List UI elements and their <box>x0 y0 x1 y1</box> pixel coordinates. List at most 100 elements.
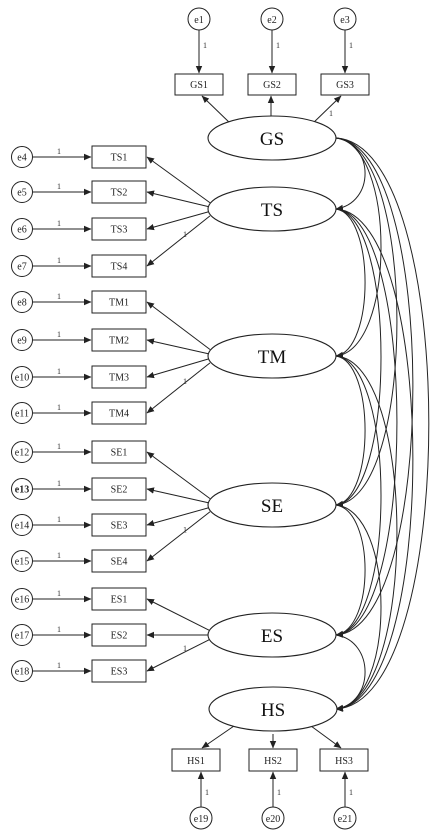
path-coef: 1 <box>277 788 281 797</box>
error-label: e9 <box>17 336 26 347</box>
error-e1: e1 <box>187 7 211 31</box>
error-e2: e2 <box>260 7 284 31</box>
error-label: e14 <box>15 521 29 532</box>
error-circle <box>11 441 33 463</box>
error-label: e21 <box>338 814 352 825</box>
path-coef: 1 <box>183 525 187 534</box>
error-circle <box>11 291 33 313</box>
path-coef: 1 <box>57 182 61 191</box>
covariance-arcs <box>328 133 430 712</box>
loading-path <box>146 215 211 267</box>
error-circle <box>11 550 33 572</box>
covariance-path <box>328 351 366 508</box>
indicator-label: TM2 <box>109 336 129 347</box>
latent-label: SE <box>261 496 283 517</box>
loading-path <box>146 362 211 414</box>
loading-path <box>146 210 211 231</box>
loading-path <box>146 156 211 204</box>
latent-hs: HS <box>208 686 338 732</box>
indicator-hs3: HS3 <box>319 748 369 772</box>
error-e20: e20 <box>261 806 285 830</box>
path-coef: 1 <box>57 479 61 488</box>
indicator-label: HS2 <box>264 756 282 767</box>
indicator-label: GS3 <box>336 80 354 91</box>
latent-es: ES <box>207 612 337 658</box>
latent-se: SE <box>207 482 337 528</box>
error-circle <box>11 255 33 277</box>
path-coef: 1 <box>57 330 61 339</box>
path-coef: 1 <box>329 109 333 118</box>
path-coef: 1 <box>57 515 61 524</box>
error-circle <box>11 218 33 240</box>
covariance-path <box>328 133 366 212</box>
covariance-path <box>328 204 366 359</box>
loading-path <box>146 190 211 208</box>
covariance-path <box>328 500 366 638</box>
path-coef: 1 <box>57 292 61 301</box>
error-label: e15 <box>15 557 29 568</box>
indicator-box <box>91 328 147 352</box>
path-coef: 1 <box>57 256 61 265</box>
path-coef: 1 <box>57 589 61 598</box>
loading-path <box>146 506 211 527</box>
indicator-hs2: HS2 <box>248 748 298 772</box>
error-label: e11 <box>15 409 29 420</box>
error-label: e4 <box>17 153 26 164</box>
covariance-path <box>328 205 414 712</box>
bottom-indicator-group: HS1 HS2 HS3 1 1 1 e19 e20 e21 <box>171 725 369 830</box>
path-coef: 1 <box>57 147 61 156</box>
indicator-box <box>91 587 147 611</box>
path-coef: 1 <box>57 551 61 560</box>
indicator-box <box>91 440 147 464</box>
error-circle <box>11 181 33 203</box>
left-indicator-group: e41TS1e51TS2e61TS3e71TS41e81TM1e91TM2e10… <box>11 145 211 683</box>
indicator-label: GS1 <box>190 80 208 91</box>
path-coef: 1 <box>183 377 187 386</box>
error-circle <box>11 329 33 351</box>
indicator-gs3: GS3 <box>320 73 370 96</box>
loading-path <box>146 451 211 500</box>
indicator-label: TS4 <box>111 262 128 273</box>
path-coef: 1 <box>183 230 187 239</box>
indicator-label: TM1 <box>109 298 129 309</box>
indicator-hs1: HS1 <box>171 748 221 772</box>
loading-path <box>146 487 211 504</box>
path-coef: 1 <box>57 661 61 670</box>
indicator-label: SE1 <box>111 448 128 459</box>
covariance-path <box>328 134 382 359</box>
covariance-path <box>328 352 398 712</box>
indicator-label: HS1 <box>187 756 205 767</box>
latent-factors: GS TS TM SE ES HS <box>207 115 338 732</box>
covariance-path <box>328 205 382 508</box>
indicator-gs1: GS1 <box>174 73 224 96</box>
error-label: e19 <box>194 814 208 825</box>
path-coef: 1 <box>349 788 353 797</box>
indicator-label: ES1 <box>111 595 128 606</box>
indicator-label: HS3 <box>335 756 353 767</box>
indicator-label: GS2 <box>263 80 281 91</box>
indicator-row-tm3: e10 1 TM3 <box>11 358 211 389</box>
covariance-path <box>328 134 430 712</box>
covariance-path <box>328 134 398 508</box>
error-label: e10 <box>15 373 29 384</box>
error-circle <box>11 402 33 424</box>
indicator-box <box>91 365 147 389</box>
error-circle <box>11 660 33 682</box>
loading-path <box>309 95 342 127</box>
error-label: e3 <box>340 15 349 26</box>
indicator-label: ES3 <box>111 667 128 678</box>
covariance-path <box>328 134 414 638</box>
indicator-box <box>91 290 147 314</box>
top-indicator-group: e1 e2 e3 1 1 1 GS1 GS2 GS3 <box>174 7 370 127</box>
latent-label: TM <box>258 347 287 368</box>
indicator-label: SE2 <box>111 485 128 496</box>
indicator-label: TM3 <box>109 373 129 384</box>
error-circle <box>11 588 33 610</box>
indicator-box <box>91 401 147 425</box>
